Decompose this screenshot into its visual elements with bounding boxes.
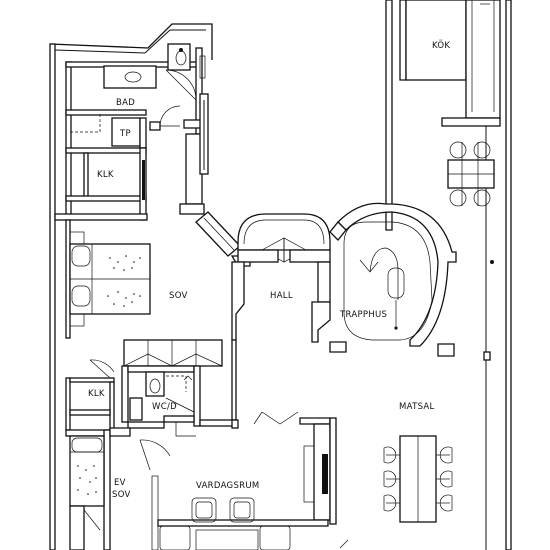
label-vardagsrum: VARDAGSRUM <box>196 481 260 491</box>
bathroom <box>65 43 206 219</box>
label-ev-sov-line1: EV <box>114 478 126 488</box>
label-matsal: MATSAL <box>399 402 435 412</box>
label-wcd: WC/D <box>152 402 177 412</box>
label-tp: TP <box>120 129 131 139</box>
kitchen <box>405 0 501 127</box>
bed-pattern <box>107 255 141 307</box>
hall-partition <box>231 261 331 421</box>
label-sov: SOV <box>169 291 188 301</box>
guest-bed-pattern <box>77 465 97 495</box>
label-bad: BAD <box>116 98 136 108</box>
label-klk-lower: KLK <box>88 389 105 399</box>
wardrobes <box>123 339 223 367</box>
label-kok: KÖK <box>432 41 451 51</box>
hall-entrance <box>237 213 331 263</box>
label-trapphus: TRAPPHUS <box>340 310 388 320</box>
label-hall: HALL <box>270 291 293 301</box>
kitchen-table <box>447 141 495 207</box>
label-klk-upper: KLK <box>97 170 114 180</box>
dining-table <box>383 435 453 523</box>
stairwell <box>329 202 494 361</box>
bedroom <box>65 219 151 339</box>
living-room <box>151 411 349 550</box>
label-ev-sov-line2: SOV <box>112 490 131 500</box>
closet-lower <box>65 359 115 431</box>
wc-shower <box>121 365 201 437</box>
closet-upper <box>54 147 148 221</box>
guest-bedroom <box>65 427 171 550</box>
